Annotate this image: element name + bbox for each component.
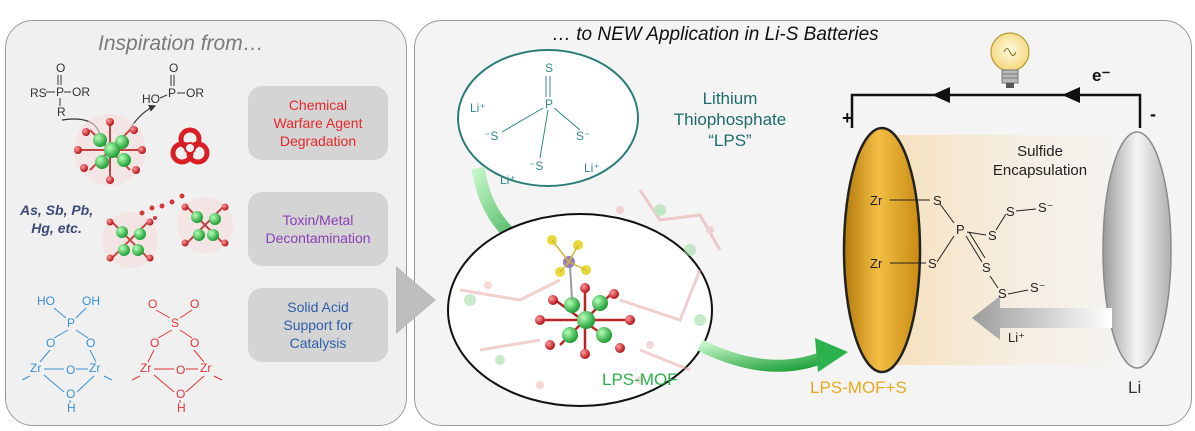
svg-text:Zr: Zr xyxy=(870,193,883,208)
svg-text:O: O xyxy=(150,336,159,350)
mof-to-cathode-arrowhead xyxy=(815,338,848,372)
minus-sign: - xyxy=(1150,104,1156,124)
cwa-p-text: P xyxy=(56,85,64,99)
light-bulb-icon xyxy=(990,32,1030,88)
svg-text:Li⁺: Li⁺ xyxy=(470,101,486,115)
svg-text:O: O xyxy=(176,363,185,377)
sulfide-encapsulation-label: Sulfide Encapsulation xyxy=(992,143,1088,179)
plus-sign: + xyxy=(842,108,853,128)
phosphate-bonds xyxy=(21,307,113,403)
toxin-decontamination-box: Toxin/Metal Decontamination xyxy=(248,192,388,266)
svg-text:⁻S: ⁻S xyxy=(484,129,498,143)
product-ho-text: HO xyxy=(142,92,160,106)
mof-cluster-toxin-b xyxy=(177,197,233,253)
svg-text:O: O xyxy=(66,387,75,401)
cathode-surface-chemistry: Zr Zr S S P S S S⁻ S S S⁻ xyxy=(870,193,1054,301)
cathode-bonds xyxy=(890,199,1037,295)
mof-cluster-lps xyxy=(535,235,635,359)
svg-text:Zr: Zr xyxy=(89,361,100,375)
toxin-particles xyxy=(139,193,185,220)
lps-bonds xyxy=(501,76,581,159)
cwa-agent-structure: RS P O R OR xyxy=(30,61,90,119)
svg-text:Zr: Zr xyxy=(870,256,883,271)
svg-text:HO: HO xyxy=(37,294,55,308)
right-panel-title: … to NEW Application in Li-S Batteries xyxy=(552,24,879,45)
svg-text:O: O xyxy=(176,387,185,401)
svg-text:S: S xyxy=(998,286,1007,301)
product-o-text: O xyxy=(169,61,178,75)
svg-text:Zr: Zr xyxy=(140,361,151,375)
mof-label: LPS-MOF xyxy=(602,370,678,389)
svg-text:O: O xyxy=(66,363,75,377)
left-panel-title: Inspiration from… xyxy=(98,32,264,55)
li-ion-arrow xyxy=(972,296,1112,340)
cathode-label: LPS-MOF+S xyxy=(810,378,907,397)
transition-arrow xyxy=(396,266,436,334)
left-panel-drawings: RS P O R OR HO P O OR xyxy=(21,61,233,415)
biohazard-icon xyxy=(170,127,210,165)
svg-text:O: O xyxy=(190,297,199,311)
svg-text:S: S xyxy=(545,61,553,75)
svg-text:S: S xyxy=(982,260,991,275)
cwa-o-text: O xyxy=(56,61,65,75)
svg-text:P: P xyxy=(545,97,553,111)
cwa-rs-text: RS xyxy=(30,86,47,100)
svg-text:P: P xyxy=(67,316,75,330)
svg-text:⁻S: ⁻S xyxy=(529,159,543,173)
svg-text:O: O xyxy=(190,336,199,350)
product-p-text: P xyxy=(168,86,176,100)
svg-text:S: S xyxy=(928,256,937,271)
circuit-arrow-left xyxy=(932,87,950,103)
svg-text:OH: OH xyxy=(82,294,100,308)
svg-text:O: O xyxy=(46,336,55,350)
product-or-text: OR xyxy=(186,86,204,100)
cwa-or-text: OR xyxy=(72,85,90,99)
mof-cluster-toxin-a xyxy=(102,212,158,268)
svg-text:S: S xyxy=(1006,204,1015,219)
cwa-product-structure: HO P O OR xyxy=(142,61,204,106)
svg-text:O: O xyxy=(148,297,157,311)
svg-text:S⁻: S⁻ xyxy=(576,129,590,143)
cwa-degradation-box: Chemical Warfare Agent Degradation xyxy=(248,86,388,160)
electron-label: e⁻ xyxy=(1092,66,1111,85)
lps-molecule: S P ⁻S S⁻ ⁻S Li⁺ Li⁺ Li⁺ xyxy=(470,61,600,187)
svg-text:H: H xyxy=(67,401,76,415)
anode-label: Li xyxy=(1128,378,1142,397)
metals-label: As, Sb, Pb, Hg, etc. xyxy=(20,202,94,236)
svg-text:O: O xyxy=(86,336,95,350)
svg-text:Li⁺: Li⁺ xyxy=(500,173,516,187)
lps-name: Lithium Thiophosphate “LPS” xyxy=(673,89,787,150)
li-ion-label: Li⁺ xyxy=(1008,330,1025,345)
svg-text:P: P xyxy=(956,222,965,237)
svg-text:S: S xyxy=(988,228,997,243)
circuit-arrow-right xyxy=(1062,87,1080,103)
cwa-degradation-text: Chemical Warfare Agent Degradation xyxy=(273,97,363,149)
circuit-wire xyxy=(850,93,1142,128)
phosphate-zr-structure: HO OH P O O Zr O Zr O H xyxy=(30,294,100,415)
lps-mof-ellipse xyxy=(447,213,713,407)
sulfate-zr-structure: O O S O O Zr O Zr O H xyxy=(140,297,211,415)
solid-acid-box: Solid Acid Support for Catalysis xyxy=(248,288,388,362)
svg-text:S⁻: S⁻ xyxy=(1030,280,1046,295)
svg-text:Zr: Zr xyxy=(200,361,211,375)
cathode-electrode xyxy=(842,126,922,374)
mof-to-cathode-arrow xyxy=(697,339,829,372)
mof-cluster-cwa xyxy=(74,114,146,186)
sulfate-bonds xyxy=(131,309,223,403)
svg-text:S: S xyxy=(171,316,179,330)
svg-text:S: S xyxy=(933,193,942,208)
solid-acid-text: Solid Acid Support for Catalysis xyxy=(283,299,353,351)
svg-text:Li⁺: Li⁺ xyxy=(584,161,600,175)
anode-electrode xyxy=(1102,131,1172,369)
svg-text:H: H xyxy=(177,401,186,415)
lps-molecule-ellipse xyxy=(457,49,639,187)
mof-framework xyxy=(459,189,722,389)
svg-text:S⁻: S⁻ xyxy=(1038,200,1054,215)
toxin-decontamination-text: Toxin/Metal Decontamination xyxy=(265,212,371,246)
svg-text:Zr: Zr xyxy=(30,361,41,375)
cwa-r-text: R xyxy=(57,105,66,119)
